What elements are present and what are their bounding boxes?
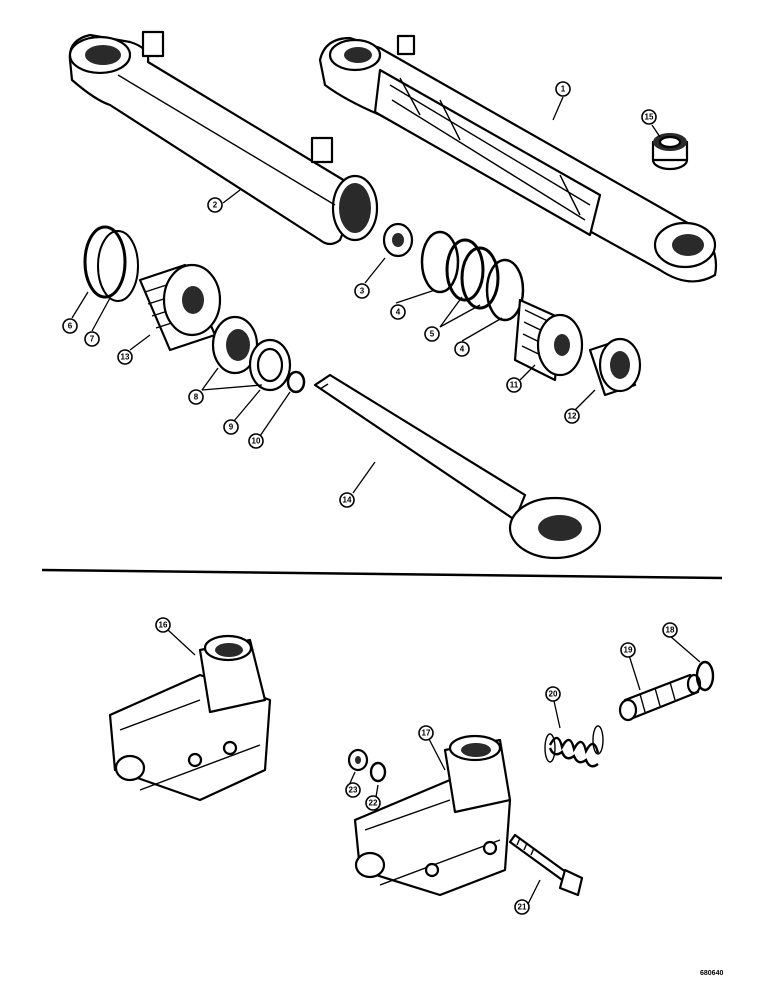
- part-10-o-ring: [286, 370, 306, 394]
- callout-18: 18: [662, 622, 678, 638]
- part-17-valve-body: [353, 734, 512, 897]
- svg-text:3: 3: [360, 287, 365, 296]
- callout-10: 10: [248, 433, 264, 449]
- svg-text:5: 5: [430, 330, 435, 339]
- svg-text:4: 4: [396, 308, 401, 317]
- part-14-piston-rod: [313, 373, 602, 560]
- callout-13: 13: [117, 349, 133, 365]
- callout-3: 3: [354, 283, 370, 299]
- svg-text:6: 6: [68, 322, 73, 331]
- svg-text:17: 17: [422, 729, 431, 738]
- svg-text:12: 12: [568, 412, 577, 421]
- part-13-gland: [138, 263, 222, 352]
- part-12-bushing: [588, 337, 642, 397]
- callout-22: 22: [365, 795, 381, 811]
- callout-15: 15: [641, 109, 657, 125]
- section-divider: [41, 568, 723, 580]
- callout-2: 2: [207, 197, 223, 213]
- svg-text:18: 18: [666, 626, 675, 635]
- svg-text:21: 21: [518, 903, 527, 912]
- svg-text:20: 20: [549, 690, 558, 699]
- cylinder-barrel: [68, 30, 379, 246]
- callout-23: 23: [345, 782, 361, 798]
- svg-text:4: 4: [460, 345, 465, 354]
- svg-text:10: 10: [252, 437, 261, 446]
- svg-text:11: 11: [510, 381, 519, 390]
- svg-text:13: 13: [121, 353, 130, 362]
- callout-4b: 4: [454, 341, 470, 357]
- cylinder-assembly: [318, 34, 718, 283]
- part-4-5-rings: [420, 230, 525, 322]
- callout-16: 16: [155, 617, 171, 633]
- callout-6: 6: [62, 318, 78, 334]
- part-3-nut: [382, 222, 414, 258]
- part-19-plunger: [618, 673, 702, 722]
- leader-lines: [71, 96, 701, 911]
- figure-reference: 680640: [700, 970, 723, 977]
- svg-text:1: 1: [561, 85, 566, 94]
- callout-9: 9: [223, 419, 239, 435]
- svg-text:2: 2: [213, 201, 218, 210]
- svg-text:22: 22: [369, 799, 378, 808]
- svg-text:16: 16: [159, 621, 168, 630]
- part-18-snap-ring: [695, 660, 715, 692]
- svg-text:23: 23: [349, 786, 358, 795]
- callout-4a: 4: [390, 304, 406, 320]
- callout-19: 19: [620, 642, 636, 658]
- callout-7: 7: [84, 331, 100, 347]
- svg-text:7: 7: [90, 335, 95, 344]
- callout-8: 8: [188, 389, 204, 405]
- callout-12: 12: [564, 408, 580, 424]
- svg-text:9: 9: [229, 423, 234, 432]
- part-11-piston: [513, 298, 584, 382]
- part-23-nut: [347, 748, 369, 772]
- callout-14: 14: [339, 492, 355, 508]
- part-21-bolt: [508, 833, 584, 897]
- svg-text:15: 15: [645, 113, 654, 122]
- svg-text:8: 8: [194, 393, 199, 402]
- part-15-fitting: [651, 133, 689, 171]
- svg-text:19: 19: [624, 646, 633, 655]
- part-8-seals: [211, 315, 292, 392]
- callout-1: 1: [555, 81, 571, 97]
- callout-21: 21: [514, 899, 530, 915]
- part-6-7-rings: [83, 225, 139, 302]
- part-16-valve-body: [108, 634, 272, 802]
- part-22-washer: [369, 761, 387, 783]
- callout-17: 17: [418, 725, 434, 741]
- callout-11: 11: [506, 377, 522, 393]
- callout-20: 20: [545, 686, 561, 702]
- callout-5: 5: [424, 326, 440, 342]
- part-20-spring: [544, 725, 604, 768]
- svg-text:14: 14: [343, 496, 352, 505]
